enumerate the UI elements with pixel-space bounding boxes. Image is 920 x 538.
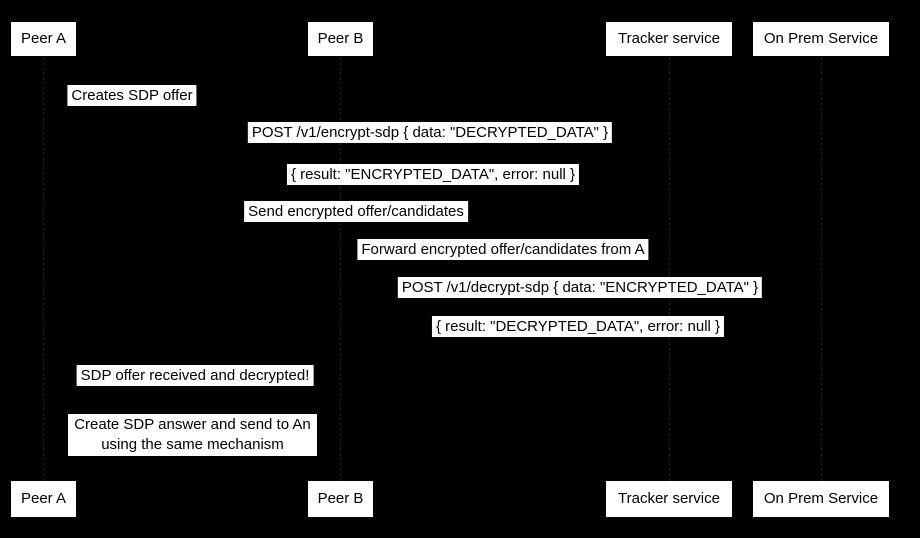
actor-peer-b-bottom: Peer B [308,481,373,517]
message-post-decrypt-sdp: POST /v1/decrypt-sdp { data: "ENCRYPTED_… [397,277,763,298]
actor-peer-a-top: Peer A [11,22,76,56]
actor-peer-a-bottom: Peer A [11,481,76,517]
actor-on-prem-service-top: On Prem Service [753,22,889,56]
message-post-encrypt-sdp: POST /v1/encrypt-sdp { data: "DECRYPTED_… [247,122,613,143]
message-send-encrypted-offer: Send encrypted offer/candidates [244,201,468,222]
message-creates-sdp-offer: Creates SDP offer [67,85,197,106]
actor-on-prem-service-bottom: On Prem Service [753,481,889,517]
message-sdp-offer-received: SDP offer received and decrypted! [76,365,314,386]
message-result-decrypted-data: { result: "DECRYPTED_DATA", error: null … [431,316,725,337]
actor-tracker-service-top: Tracker service [606,22,732,56]
lifeline-tracker-service [669,57,670,481]
message-result-encrypted-data: { result: "ENCRYPTED_DATA", error: null … [286,164,580,185]
lifeline-peer-b [340,57,341,481]
note-create-sdp-answer: Create SDP answer and send to An using t… [68,414,317,456]
actor-peer-b-top: Peer B [308,22,373,56]
message-forward-encrypted-offer: Forward encrypted offer/candidates from … [357,239,649,260]
note-line-1: Create SDP answer and send to An [74,416,311,433]
note-line-2: using the same mechanism [101,436,284,453]
lifeline-peer-a [43,57,44,481]
actor-tracker-service-bottom: Tracker service [606,481,732,517]
lifeline-on-prem-service [821,57,822,481]
